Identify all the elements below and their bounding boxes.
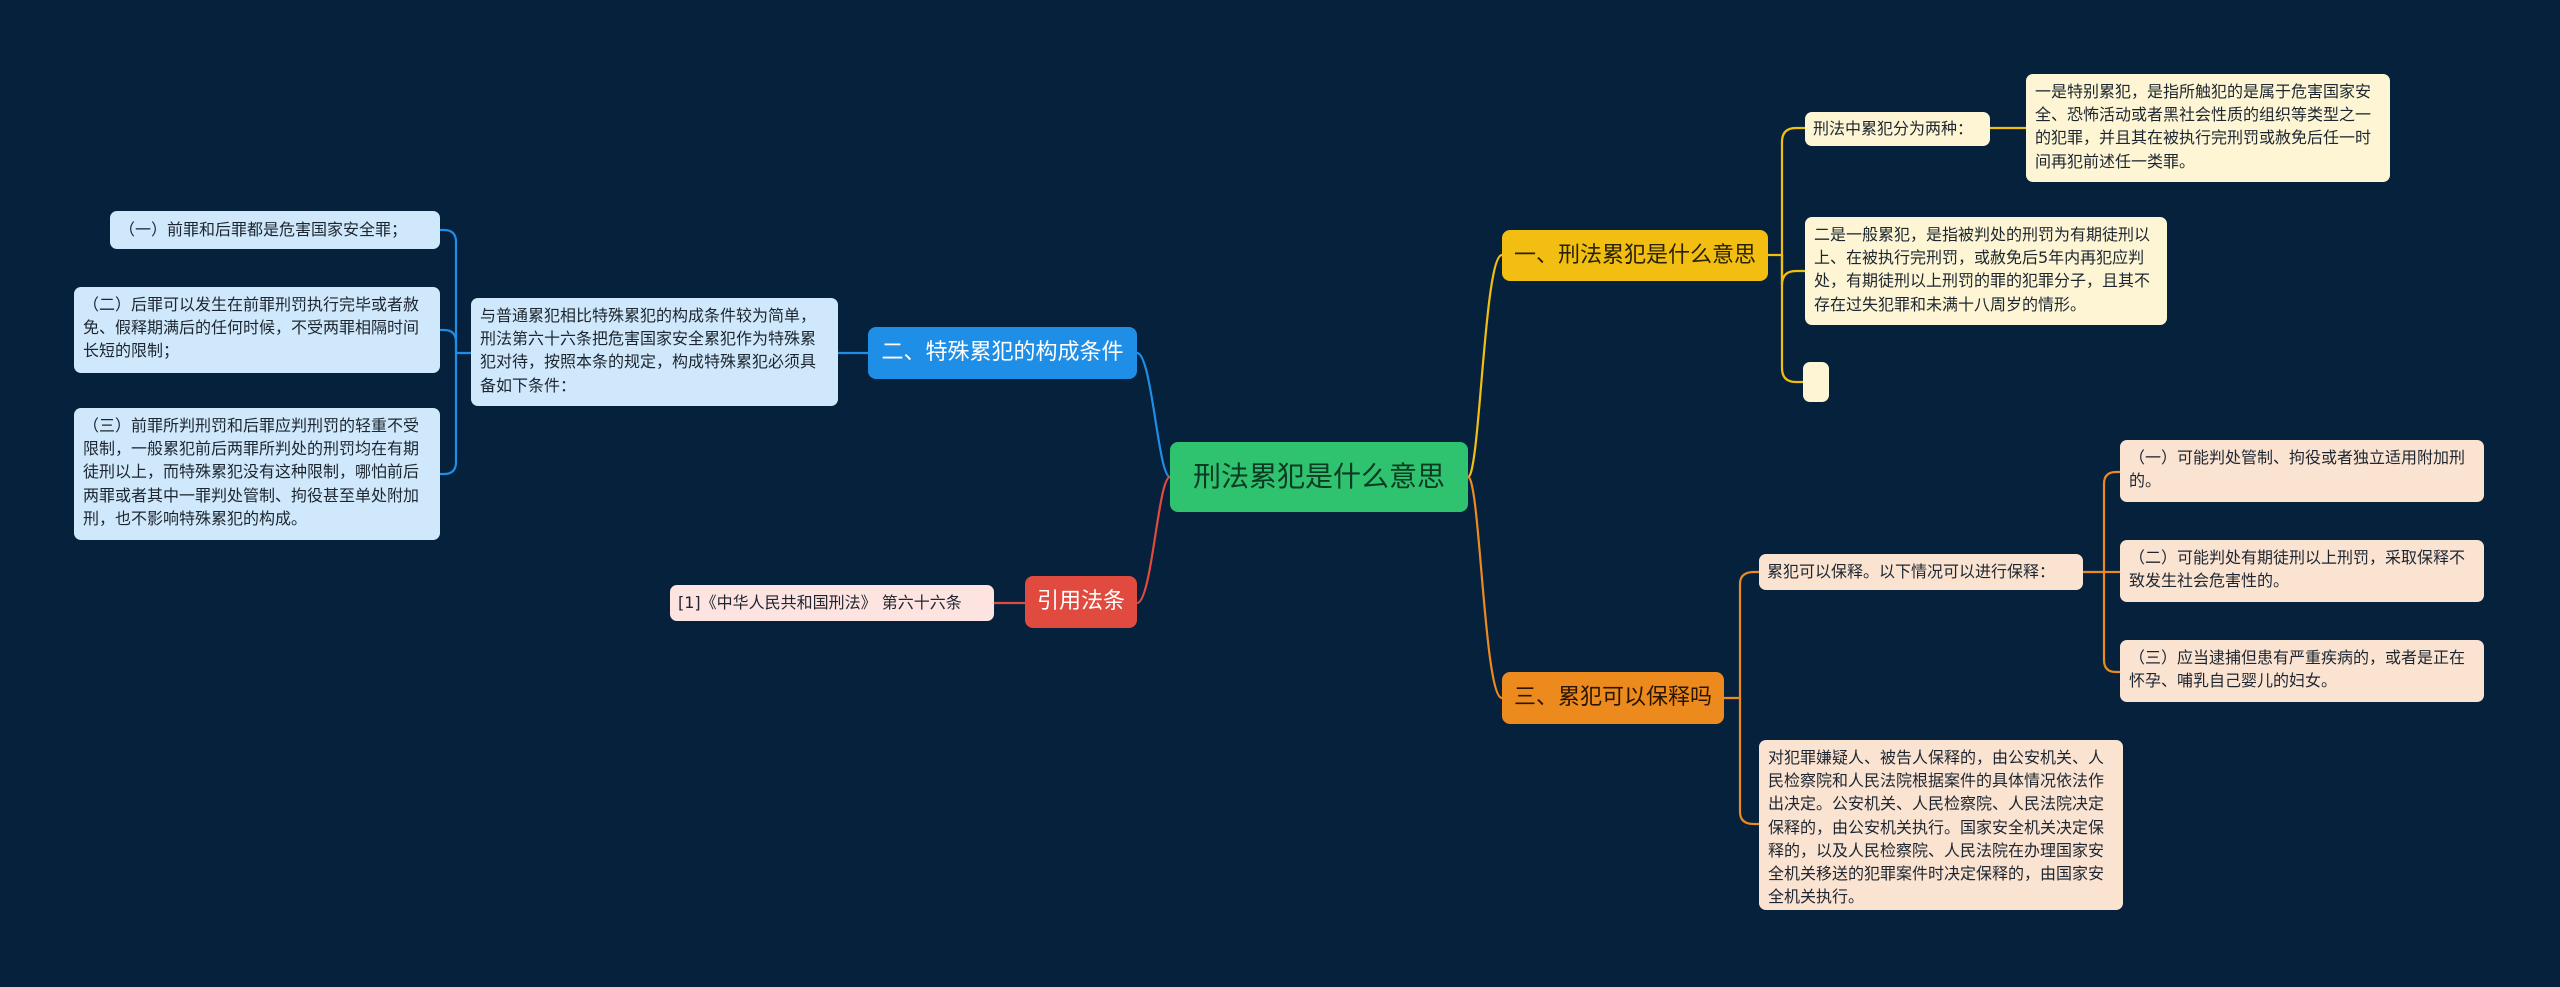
leaf-special-desc[interactable]: 与普通累犯相比特殊累犯的构成条件较为简单，刑法第六十六条把危害国家安全累犯作为特… bbox=[471, 298, 838, 406]
leaf-two-types[interactable]: 刑法中累犯分为两种： bbox=[1805, 112, 1990, 146]
link-b3-sub bbox=[1724, 570, 1759, 700]
link-root-branch4 bbox=[1136, 475, 1172, 605]
leaf-general-recidivism[interactable]: 二是一般累犯，是指被判处的刑罚为有期徒刑以上、在被执行完刑罚，或赦免后5年内再犯… bbox=[1805, 217, 2167, 325]
branch-legal-reference[interactable]: 引用法条 bbox=[1025, 576, 1137, 628]
link-b2-cond2 bbox=[440, 328, 458, 353]
link-b3-case1 bbox=[2083, 470, 2120, 574]
leaf-bail-case-2[interactable]: （二）可能判处有期徒刑以上刑罚，采取保释不致发生社会危害性的。 bbox=[2120, 540, 2484, 602]
link-root-branch1 bbox=[1466, 253, 1504, 479]
branch-definition[interactable]: 一、刑法累犯是什么意思 bbox=[1502, 230, 1768, 281]
root-topic[interactable]: 刑法累犯是什么意思 bbox=[1170, 442, 1468, 512]
leaf-bail-case-1[interactable]: （一）可能判处管制、拘役或者独立适用附加刑的。 bbox=[2120, 440, 2484, 502]
leaf-bail-authority[interactable]: 对犯罪嫌疑人、被告人保释的，由公安机关、人民检察院和人民法院根据案件的具体情况依… bbox=[1759, 740, 2123, 910]
branch-special-conditions[interactable]: 二、特殊累犯的构成条件 bbox=[868, 327, 1137, 379]
leaf-bail-case-3[interactable]: （三）应当逮捕但患有严重疾病的，或者是正在怀孕、哺乳自己婴儿的妇女。 bbox=[2120, 640, 2484, 702]
link-b1-general bbox=[1780, 255, 1805, 286]
branch-bail[interactable]: 三、累犯可以保释吗 bbox=[1502, 672, 1724, 724]
link-b2-cond1 bbox=[440, 228, 471, 355]
link-root-branch2 bbox=[1136, 351, 1172, 479]
link-b3-case3 bbox=[2102, 572, 2120, 674]
leaf-condition-3[interactable]: （三）前罪所判刑罚和后罪应判刑罚的轻重不受限制，一般累犯前后两罪所判处的刑罚均在… bbox=[74, 408, 440, 540]
leaf-condition-2[interactable]: （二）后罪可以发生在前罪刑罚执行完毕或者赦免、假释期满后的任何时候，不受两罪相隔… bbox=[74, 287, 440, 373]
leaf-condition-1[interactable]: （一）前罪和后罪都是危害国家安全罪； bbox=[110, 211, 440, 249]
link-b1-sub bbox=[1768, 126, 1805, 257]
leaf-bail-conditions[interactable]: 累犯可以保释。以下情况可以进行保释： bbox=[1759, 554, 2083, 590]
link-b3-note bbox=[1738, 698, 1759, 826]
link-b2-cond3 bbox=[440, 353, 458, 476]
leaf-law-article[interactable]: [1]《中华人民共和国刑法》 第六十六条 bbox=[670, 585, 994, 621]
leaf-special-recidivism[interactable]: 一是特别累犯，是指所触犯的是属于危害国家安全、恐怖活动或者黑社会性质的组织等类型… bbox=[2026, 74, 2390, 182]
leaf-empty[interactable] bbox=[1803, 362, 1829, 402]
link-root-branch3 bbox=[1466, 475, 1504, 700]
link-b1-empty bbox=[1780, 255, 1805, 384]
